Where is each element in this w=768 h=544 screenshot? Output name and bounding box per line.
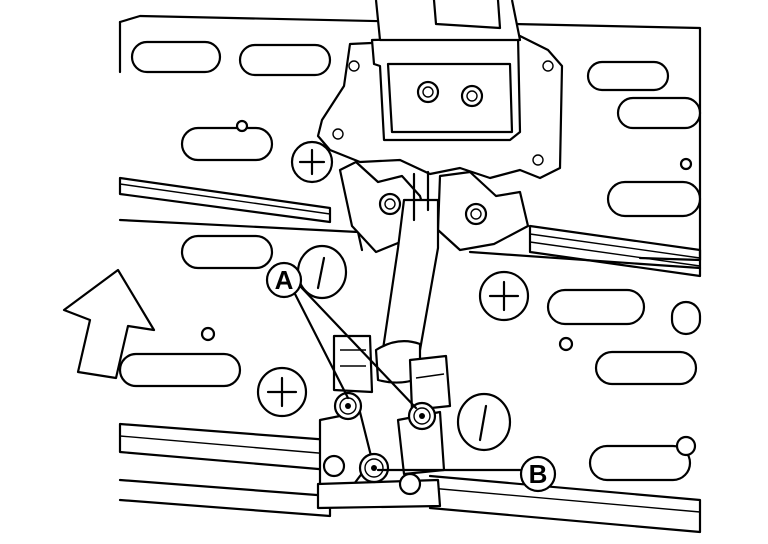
vent-slot xyxy=(670,300,702,336)
lower-right-battery-module xyxy=(428,250,702,534)
upper-battery-module xyxy=(118,14,702,278)
vent-slot xyxy=(180,234,274,270)
vent-slot xyxy=(616,96,702,130)
service-plug-assembly xyxy=(316,0,564,384)
vent-slot xyxy=(130,40,222,74)
lower-left-battery-module xyxy=(118,218,364,518)
bolt-a-right xyxy=(407,401,437,431)
vent-slot xyxy=(588,444,692,482)
small-hole xyxy=(235,119,249,133)
vent-slot xyxy=(594,350,698,386)
negative-terminal-mark xyxy=(456,392,512,452)
small-hole xyxy=(675,435,697,457)
callout-b-label: B xyxy=(529,459,548,489)
small-hole xyxy=(679,157,693,171)
callout-a-label: A xyxy=(275,265,294,295)
callout-leaders xyxy=(292,284,522,472)
vent-slot xyxy=(238,43,332,77)
small-hole xyxy=(558,336,574,352)
positive-terminal-mark xyxy=(290,140,334,184)
vent-slot xyxy=(606,180,702,218)
vent-slot xyxy=(546,288,646,326)
nut-b xyxy=(358,452,390,484)
vent-slot xyxy=(118,352,242,388)
terminal-hole xyxy=(398,472,422,496)
callout-b: B xyxy=(519,455,557,493)
callout-a: A xyxy=(265,261,303,299)
bolt-a-left xyxy=(333,391,363,421)
positive-terminal-mark xyxy=(478,270,530,322)
positive-terminal-mark xyxy=(256,366,308,418)
vent-slot xyxy=(586,60,670,92)
terminal-hole xyxy=(322,454,346,478)
front-direction-arrow-icon xyxy=(62,268,156,380)
small-hole xyxy=(200,326,216,342)
vent-slot xyxy=(180,126,274,162)
